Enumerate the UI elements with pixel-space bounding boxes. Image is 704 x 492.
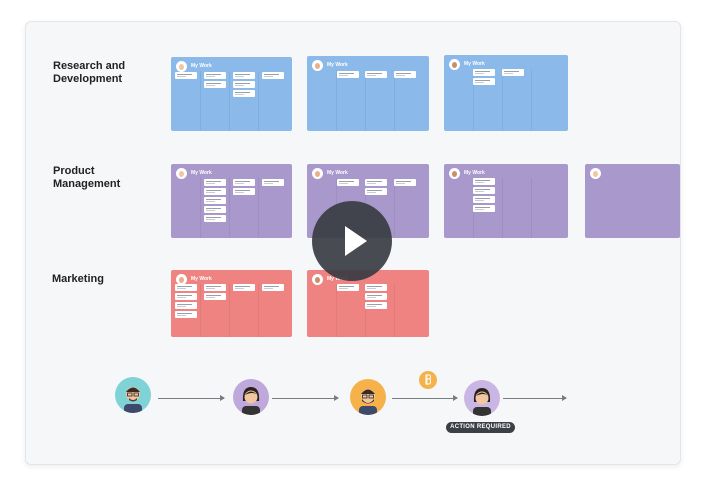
board-header: My Work [449,58,485,70]
coin-icon [419,371,437,389]
board-header: My Work [312,273,348,285]
play-icon [345,226,367,256]
avatar [176,60,187,72]
avatar [449,167,460,179]
avatar [590,167,601,179]
avatar [312,273,323,285]
board-research-3[interactable]: My Work [444,55,568,131]
play-button[interactable] [312,201,392,281]
board-product-1[interactable]: My Work [171,164,292,238]
board-title: My Work [327,170,348,176]
board-marketing-2[interactable]: My Work [307,270,429,337]
action-required-badge: ACTION REQUIRED [446,422,515,433]
row-label-marketing: Marketing [52,273,104,285]
board-research-1[interactable]: My Work [171,57,292,131]
avatar [312,59,323,71]
arrow-right-icon [392,395,458,401]
avatar-man-glasses [115,377,151,413]
row-label-product: Product Management [53,165,121,190]
board-research-2[interactable]: My Work [307,56,429,131]
board-title: My Work [191,276,212,282]
board-marketing-1[interactable]: My Work [171,270,292,337]
board-header [590,167,601,179]
avatar [449,58,460,70]
arrow-right-icon [272,395,339,401]
arrow-right-icon [503,395,567,401]
board-title: My Work [464,170,485,176]
avatar-woman-1 [233,379,269,415]
board-product-4[interactable] [585,164,680,238]
avatar [312,167,323,179]
avatar-woman-2 [464,380,500,416]
avatar-man-beard [350,379,386,415]
board-title: My Work [327,276,348,282]
board-header: My Work [312,167,348,179]
board-header: My Work [176,60,212,72]
board-header: My Work [449,167,485,179]
avatar [176,273,187,285]
board-header: My Work [176,273,212,285]
arrow-right-icon [158,395,225,401]
board-title: My Work [191,170,212,176]
board-header: My Work [312,59,348,71]
board-header: My Work [176,167,212,179]
board-product-3[interactable]: My Work [444,164,568,238]
board-title: My Work [191,63,212,69]
avatar [176,167,187,179]
board-title: My Work [464,61,485,67]
row-label-research: Research and Development [53,60,126,85]
board-title: My Work [327,62,348,68]
